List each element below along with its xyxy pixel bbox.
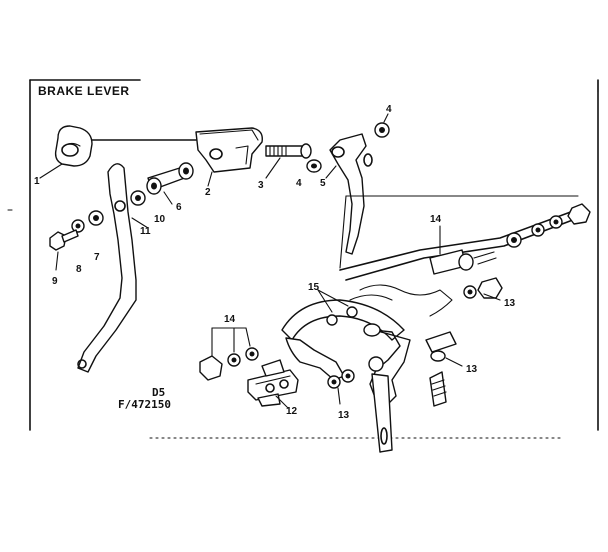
part-10-washer: [130, 190, 146, 206]
callout-labels: 1 2 3 4 4 5 6 7 8 9 10 11 12 13 13 13 14…: [34, 104, 516, 421]
part-8-washer: [71, 219, 85, 233]
part-7-washer: [88, 210, 104, 226]
part-4-nut-upper: [374, 113, 390, 138]
callout-14-left: 14: [224, 314, 236, 325]
callout-3: 3: [258, 180, 264, 191]
callout-12: 12: [286, 406, 298, 417]
diagram-code-line1: D5: [152, 386, 166, 399]
part-11-lever-arm: [77, 163, 149, 373]
part-4-washer-lower: [306, 159, 322, 173]
part-2-lever-bracket: [195, 127, 263, 187]
callout-8: 8: [76, 264, 82, 275]
part-13-bolt-right: [425, 331, 463, 407]
part-13-washers-lower: [327, 369, 355, 405]
callout-1: 1: [34, 176, 40, 187]
part-15-caliper-arms: [281, 284, 453, 453]
part-12-brake-shoe: [247, 359, 299, 409]
part-6-barrel-adjuster: [146, 162, 194, 205]
part-14-cable-assembly: [339, 195, 591, 281]
callout-5: 5: [320, 178, 326, 189]
callout-11: 11: [140, 226, 151, 237]
part-13-nut-upper: [463, 277, 503, 301]
callout-13-lower: 13: [338, 410, 350, 421]
frame-border: [7, 79, 599, 439]
diagram-title: BRAKE LEVER: [38, 84, 130, 98]
part-9-screw: [49, 229, 79, 271]
part-3-pivot-bolt: [265, 143, 312, 179]
callout-10: 10: [154, 214, 166, 225]
callout-9: 9: [52, 276, 58, 287]
callout-15: 15: [308, 282, 320, 293]
part-1-cable-clamp: [39, 125, 197, 179]
callout-6: 6: [176, 202, 182, 213]
part-14-hardware-left: [199, 327, 259, 381]
callout-13-right: 13: [466, 364, 478, 375]
callout-13-upper: 13: [504, 298, 516, 309]
callout-14-right: 14: [430, 214, 442, 225]
callout-2: 2: [205, 187, 211, 198]
part-5-brake-lever: [325, 133, 373, 255]
diagram-code-line2: F/472150: [118, 398, 171, 411]
callout-4-upper: 4: [386, 104, 392, 115]
callout-4-lower: 4: [296, 178, 302, 189]
callout-7: 7: [94, 252, 100, 263]
